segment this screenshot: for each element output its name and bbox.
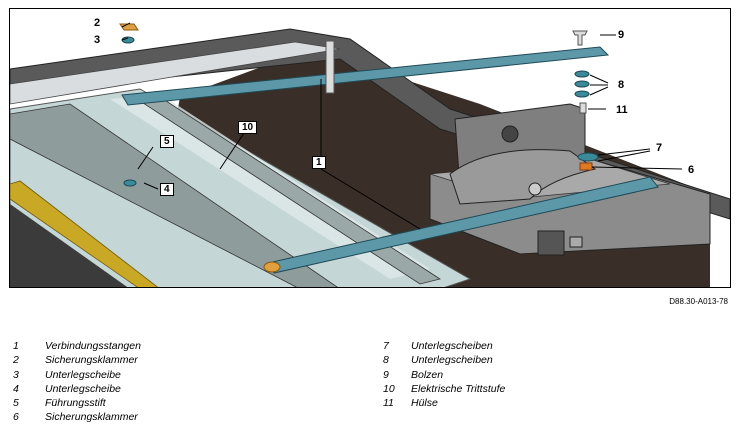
legend-item: 3 Unterlegscheibe — [13, 368, 141, 382]
legend-text: Unterlegscheibe — [45, 368, 121, 381]
legend-text: Unterlegscheiben — [411, 340, 493, 352]
legend-item: 7 Unterlegscheiben — [383, 339, 505, 353]
frame-top-rail-inner — [10, 41, 341, 105]
legend-item: 5 Führungsstift — [13, 396, 141, 410]
connector — [537, 230, 565, 256]
yellow-strip — [10, 180, 159, 287]
part-8-washer-a — [574, 70, 590, 78]
callout-8: 8 — [618, 79, 625, 91]
technical-illustration: 1 2 3 4 5 6 7 8 9 10 11 — [9, 8, 731, 288]
part-11-sleeve — [579, 102, 587, 114]
legend-number: 10 — [383, 382, 395, 395]
legend-number: 2 — [13, 354, 19, 367]
legend-text: Sicherungsklammer — [45, 411, 138, 424]
legend-number: 4 — [13, 382, 19, 395]
legend-item: 11 Hülse — [383, 396, 505, 410]
connector-tab — [569, 236, 583, 248]
callout-3: 3 — [94, 34, 101, 46]
callout-11: 11 — [616, 104, 628, 116]
legend-text: Sicherungsklammer — [45, 354, 138, 367]
legend-item: 10 Elektrische Trittstufe — [383, 382, 505, 396]
part-8-washer-c — [574, 90, 590, 98]
callout-5: 5 — [160, 135, 174, 148]
legend-number: 11 — [383, 397, 394, 410]
part-9-bolt — [572, 30, 588, 46]
legend-number: 1 — [13, 340, 19, 352]
bracket-hole — [501, 125, 519, 143]
legend-text: Verbindungsstangen — [45, 340, 141, 352]
legend-item: 6 Sicherungsklammer — [13, 410, 141, 424]
legend-item: 2 Sicherungsklammer — [13, 353, 141, 367]
legend-text: Bolzen — [411, 368, 444, 381]
step-mechanism-drawing — [10, 22, 730, 287]
callout-2: 2 — [94, 17, 101, 29]
legend-text: Unterlegscheiben — [411, 354, 493, 367]
callout-6: 6 — [688, 164, 695, 176]
legend-number: 5 — [13, 397, 19, 410]
legend-number: 8 — [383, 354, 389, 367]
left-dark-edge — [10, 204, 128, 287]
callout-9: 9 — [618, 29, 625, 41]
legend-item: 8 Unterlegscheiben — [383, 353, 505, 367]
callout-1: 1 — [312, 156, 326, 169]
legend-item: 1 Verbindungsstangen — [13, 339, 141, 353]
legend-text: Hülse — [411, 397, 438, 410]
legend-text: Führungsstift — [45, 397, 106, 410]
leader-lines — [121, 22, 683, 230]
gear-pivot — [528, 182, 542, 196]
part-7-washers — [577, 152, 599, 162]
legend-number: 7 — [383, 340, 389, 352]
legend-text: Unterlegscheibe — [45, 382, 121, 395]
part-3-washer — [121, 36, 135, 44]
legend-number: 6 — [13, 411, 19, 424]
callout-4: 4 — [160, 183, 174, 196]
callout-10: 10 — [238, 121, 258, 134]
callout-7: 7 — [656, 142, 663, 154]
figure-reference: D88.30-A013-78 — [669, 297, 728, 306]
legend-item: 9 Bolzen — [383, 368, 505, 382]
part-8-washer-b — [574, 80, 590, 88]
legend-item: 4 Unterlegscheibe — [13, 382, 141, 396]
legend-number: 9 — [383, 368, 389, 381]
connecting-rod-upper — [121, 46, 610, 106]
legend-number: 3 — [13, 368, 19, 381]
rod-end-clip — [263, 261, 281, 273]
legend-text: Elektrische Trittstufe — [411, 382, 506, 395]
pin-shaft — [325, 40, 335, 94]
part-4-washer — [123, 179, 137, 187]
part-6-clip — [579, 162, 593, 171]
